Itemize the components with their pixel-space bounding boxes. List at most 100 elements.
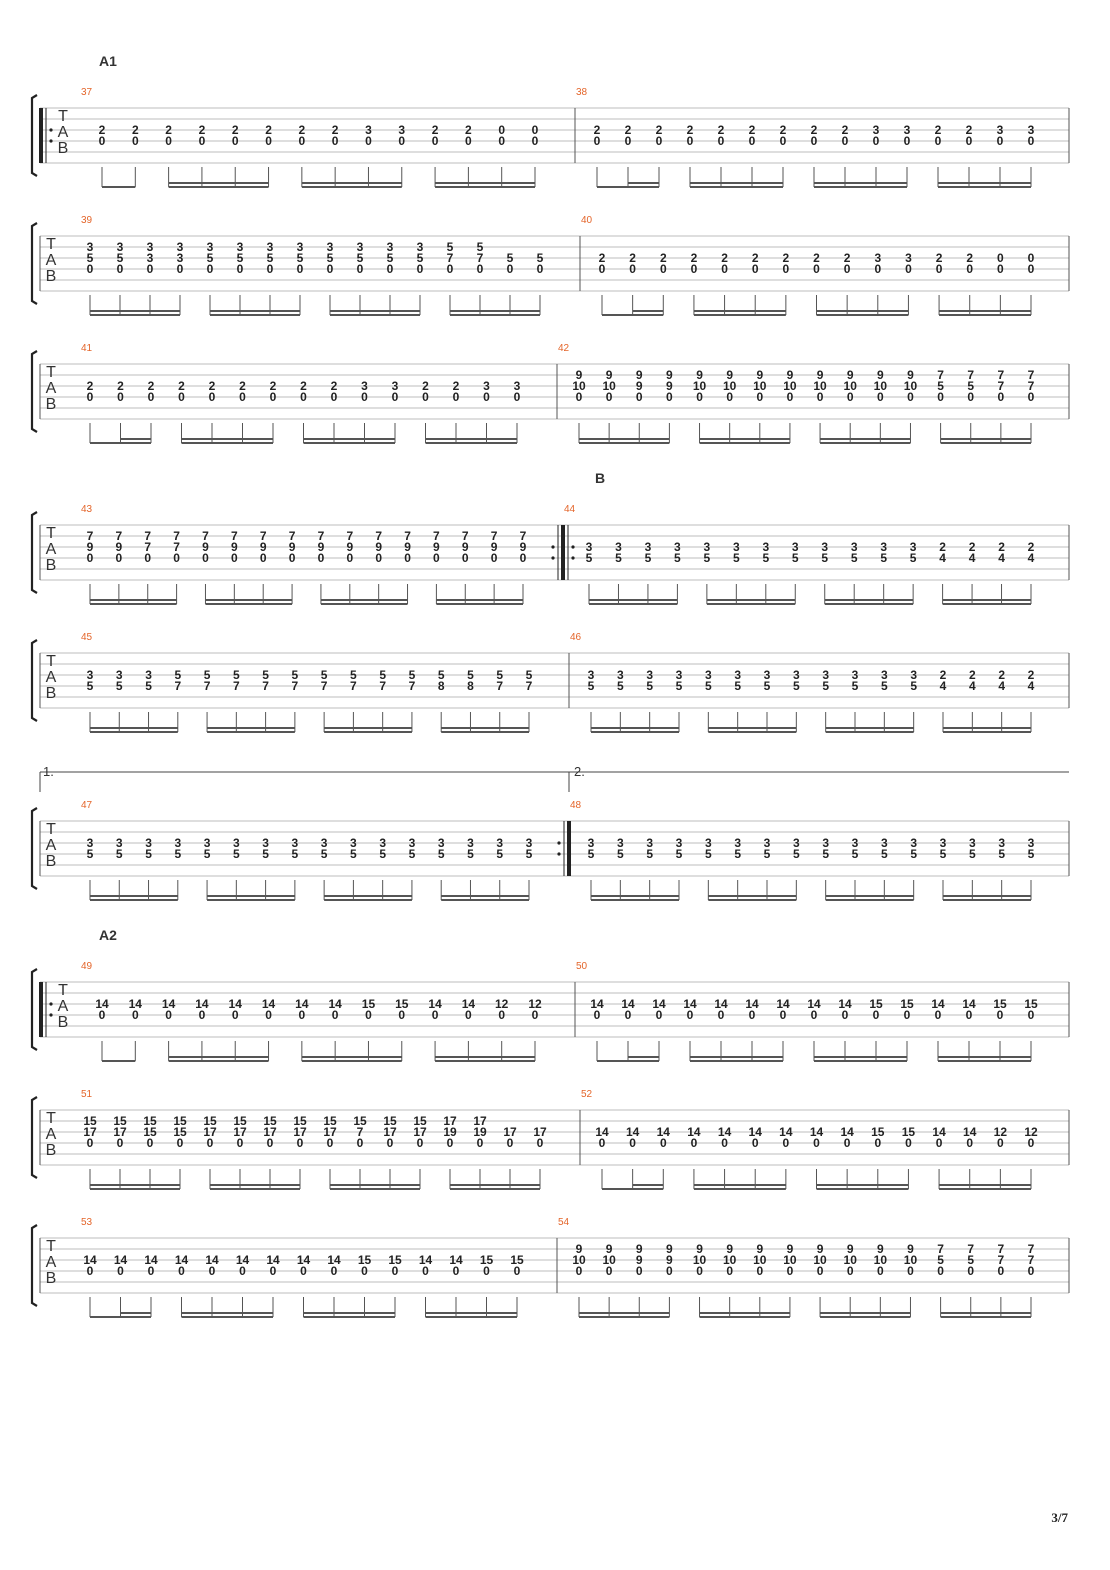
fret-number: 0	[905, 262, 912, 276]
fret-number: 3	[398, 123, 405, 137]
fret-number: 15	[263, 1114, 277, 1128]
fret-number: 3	[733, 540, 740, 554]
fret-number: 3	[87, 240, 94, 254]
fret-number: 10	[753, 1253, 767, 1267]
fret-number: 3	[207, 240, 214, 254]
fret-number: 0	[477, 262, 484, 276]
fret-number: 15	[902, 1125, 916, 1139]
fret-number: 5	[145, 679, 152, 693]
measure-number: 39	[81, 215, 93, 226]
fret-number: 2	[935, 123, 942, 137]
fret-number: 4	[939, 551, 946, 565]
fret-number: 15	[353, 1114, 367, 1128]
fret-number: 0	[237, 262, 244, 276]
fret-number: 0	[935, 134, 942, 148]
fret-number: 3	[852, 668, 859, 682]
fret-number: 9	[289, 540, 296, 554]
fret-number: 9	[726, 1242, 733, 1256]
fret-number: 7	[1028, 1253, 1035, 1267]
fret-number: 3	[526, 836, 533, 850]
fret-number: 0	[260, 551, 267, 565]
fret-number: 5	[262, 668, 269, 682]
fret-number: 3	[417, 240, 424, 254]
repeat-dot	[49, 139, 53, 143]
fret-number: 0	[660, 262, 667, 276]
fret-number: 15	[293, 1114, 307, 1128]
fret-number: 10	[602, 1253, 616, 1267]
tab-clef-letter: A	[46, 1126, 57, 1143]
fret-number: 7	[321, 679, 328, 693]
fret-number: 14	[462, 997, 476, 1011]
fret-number: 10	[693, 1253, 707, 1267]
tab-system: TAB5115170151701515015150151701517015170…	[30, 1089, 1070, 1190]
fret-number: 3	[438, 836, 445, 850]
fret-number: 0	[594, 134, 601, 148]
tab-clef-letter: T	[58, 982, 68, 999]
fret-number: 2	[842, 123, 849, 137]
fret-number: 2	[936, 251, 943, 265]
fret-number: 3	[881, 836, 888, 850]
fret-number: 0	[148, 390, 155, 404]
fret-number: 5	[940, 847, 947, 861]
fret-number: 2	[178, 379, 185, 393]
fret-number: 10	[723, 1253, 737, 1267]
fret-number: 0	[346, 551, 353, 565]
fret-number: 0	[752, 262, 759, 276]
fret-number: 17	[503, 1125, 517, 1139]
fret-number: 10	[813, 379, 827, 393]
fret-number: 15	[143, 1114, 157, 1128]
fret-number: 0	[318, 551, 325, 565]
fret-number: 0	[636, 390, 643, 404]
fret-number: 0	[239, 390, 246, 404]
fret-number: 9	[636, 379, 643, 393]
fret-number: 9	[462, 540, 469, 554]
fret-number: 9	[636, 368, 643, 382]
fret-number: 0	[483, 1264, 490, 1278]
fret-number: 15	[388, 1253, 402, 1267]
fret-number: 5	[646, 679, 653, 693]
fret-number: 0	[462, 551, 469, 565]
fret-number: 0	[300, 390, 307, 404]
fret-number: 5	[764, 847, 771, 861]
fret-number: 2	[966, 251, 973, 265]
fret-number: 0	[498, 1008, 505, 1022]
fret-number: 14	[749, 1125, 763, 1139]
fret-number: 14	[595, 1125, 609, 1139]
fret-number: 9	[877, 368, 884, 382]
fret-number: 0	[357, 262, 364, 276]
fret-number: 9	[907, 368, 914, 382]
fret-number: 17	[113, 1125, 127, 1139]
fret-number: 0	[936, 262, 943, 276]
tab-system: TAB4535353557575757575757575758585757463…	[30, 632, 1070, 733]
fret-number: 0	[361, 1264, 368, 1278]
fret-number: 10	[844, 1253, 858, 1267]
repeat-dot	[551, 545, 555, 549]
fret-number: 7	[379, 679, 386, 693]
fret-number: 5	[262, 847, 269, 861]
tab-clef-letter: T	[58, 108, 68, 125]
fret-number: 14	[262, 997, 276, 1011]
fret-number: 5	[207, 251, 214, 265]
fret-number: 0	[299, 134, 306, 148]
fret-number: 0	[629, 262, 636, 276]
fret-number: 0	[299, 1008, 306, 1022]
fret-number: 5	[321, 668, 328, 682]
fret-number: 5	[822, 847, 829, 861]
fret-number: 5	[292, 847, 299, 861]
fret-number: 3	[997, 123, 1004, 137]
fret-number: 0	[297, 1136, 304, 1150]
fret-number: 2	[599, 251, 606, 265]
fret-number: 5	[387, 251, 394, 265]
fret-number: 14	[205, 1253, 219, 1267]
fret-number: 5	[764, 679, 771, 693]
fret-number: 0	[365, 134, 372, 148]
fret-number: 3	[764, 836, 771, 850]
fret-number: 5	[704, 551, 711, 565]
fret-number: 14	[932, 1125, 946, 1139]
fret-number: 9	[636, 1253, 643, 1267]
fret-number: 5	[910, 679, 917, 693]
fret-number: 2	[811, 123, 818, 137]
tab-clef-letter: B	[58, 1014, 69, 1031]
fret-number: 0	[1028, 251, 1035, 265]
fret-number: 0	[576, 390, 583, 404]
